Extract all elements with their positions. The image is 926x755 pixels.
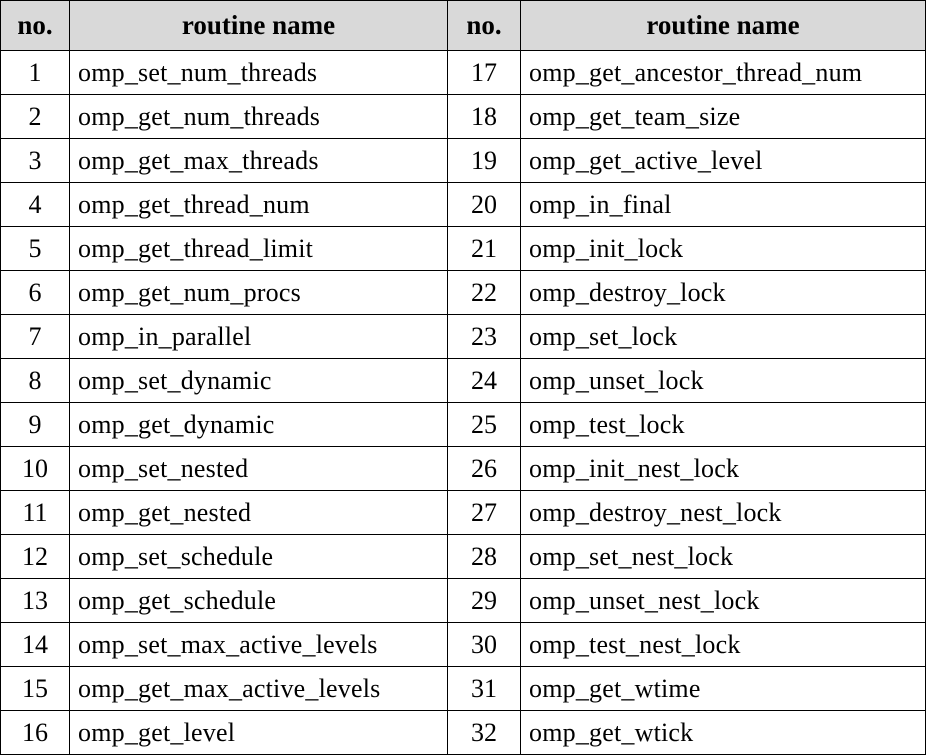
cell-routine-name-right: omp_get_active_level <box>520 138 926 183</box>
cell-routine-name-right: omp_destroy_nest_lock <box>520 490 926 535</box>
cell-routine-name-left: omp_get_num_procs <box>69 270 448 315</box>
cell-no-right: 22 <box>447 270 521 315</box>
cell-routine-name-right: omp_unset_nest_lock <box>520 578 926 623</box>
cell-routine-name-right: omp_destroy_lock <box>520 270 926 315</box>
cell-no-right: 17 <box>447 50 521 95</box>
cell-routine-name-left: omp_get_level <box>69 710 448 755</box>
cell-no-right: 19 <box>447 138 521 183</box>
header-routine-name-right: routine name <box>520 0 926 51</box>
cell-routine-name-right: omp_get_ancestor_thread_num <box>520 50 926 95</box>
header-no-left: no. <box>0 0 70 51</box>
cell-no-right: 32 <box>447 710 521 755</box>
cell-no-left: 13 <box>0 578 70 623</box>
cell-no-right: 26 <box>447 446 521 491</box>
cell-no-right: 20 <box>447 182 521 227</box>
cell-routine-name-right: omp_unset_lock <box>520 358 926 403</box>
cell-routine-name-left: omp_get_nested <box>69 490 448 535</box>
cell-routine-name-left: omp_get_dynamic <box>69 402 448 447</box>
cell-routine-name-right: omp_init_lock <box>520 226 926 271</box>
cell-routine-name-left: omp_get_max_threads <box>69 138 448 183</box>
cell-no-left: 3 <box>0 138 70 183</box>
cell-no-left: 2 <box>0 94 70 139</box>
cell-no-right: 31 <box>447 666 521 711</box>
cell-routine-name-left: omp_get_schedule <box>69 578 448 623</box>
cell-no-left: 14 <box>0 622 70 667</box>
cell-no-left: 6 <box>0 270 70 315</box>
cell-no-left: 11 <box>0 490 70 535</box>
cell-routine-name-right: omp_get_team_size <box>520 94 926 139</box>
cell-routine-name-left: omp_get_num_threads <box>69 94 448 139</box>
cell-routine-name-left: omp_get_thread_limit <box>69 226 448 271</box>
cell-no-left: 5 <box>0 226 70 271</box>
cell-no-left: 16 <box>0 710 70 755</box>
cell-routine-name-right: omp_get_wtime <box>520 666 926 711</box>
cell-no-right: 24 <box>447 358 521 403</box>
header-row: no. routine name no. routine name <box>0 0 926 51</box>
cell-routine-name-right: omp_set_nest_lock <box>520 534 926 579</box>
cell-routine-name-left: omp_in_parallel <box>69 314 448 359</box>
cell-routine-name-left: omp_set_num_threads <box>69 50 448 95</box>
cell-no-right: 25 <box>447 402 521 447</box>
cell-no-left: 9 <box>0 402 70 447</box>
cell-routine-name-left: omp_get_max_active_levels <box>69 666 448 711</box>
cell-routine-name-left: omp_get_thread_num <box>69 182 448 227</box>
cell-routine-name-right: omp_in_final <box>520 182 926 227</box>
header-no-right: no. <box>447 0 521 51</box>
table-header: no. routine name no. routine name <box>0 0 926 51</box>
cell-routine-name-right: omp_set_lock <box>520 314 926 359</box>
cell-no-right: 21 <box>447 226 521 271</box>
cell-no-right: 23 <box>447 314 521 359</box>
cell-no-left: 12 <box>0 534 70 579</box>
cell-routine-name-right: omp_test_lock <box>520 402 926 447</box>
cell-routine-name-right: omp_get_wtick <box>520 710 926 755</box>
cell-no-left: 1 <box>0 50 70 95</box>
cell-no-left: 4 <box>0 182 70 227</box>
header-routine-name-left: routine name <box>69 0 448 51</box>
cell-routine-name-right: omp_init_nest_lock <box>520 446 926 491</box>
cell-no-right: 29 <box>447 578 521 623</box>
cell-no-left: 10 <box>0 446 70 491</box>
cell-routine-name-left: omp_set_max_active_levels <box>69 622 448 667</box>
cell-no-right: 27 <box>447 490 521 535</box>
cell-routine-name-left: omp_set_dynamic <box>69 358 448 403</box>
cell-no-right: 30 <box>447 622 521 667</box>
cell-no-left: 15 <box>0 666 70 711</box>
cell-no-right: 28 <box>447 534 521 579</box>
cell-routine-name-left: omp_set_schedule <box>69 534 448 579</box>
cell-no-left: 8 <box>0 358 70 403</box>
cell-no-right: 18 <box>447 94 521 139</box>
cell-no-left: 7 <box>0 314 70 359</box>
cell-routine-name-right: omp_test_nest_lock <box>520 622 926 667</box>
cell-routine-name-left: omp_set_nested <box>69 446 448 491</box>
